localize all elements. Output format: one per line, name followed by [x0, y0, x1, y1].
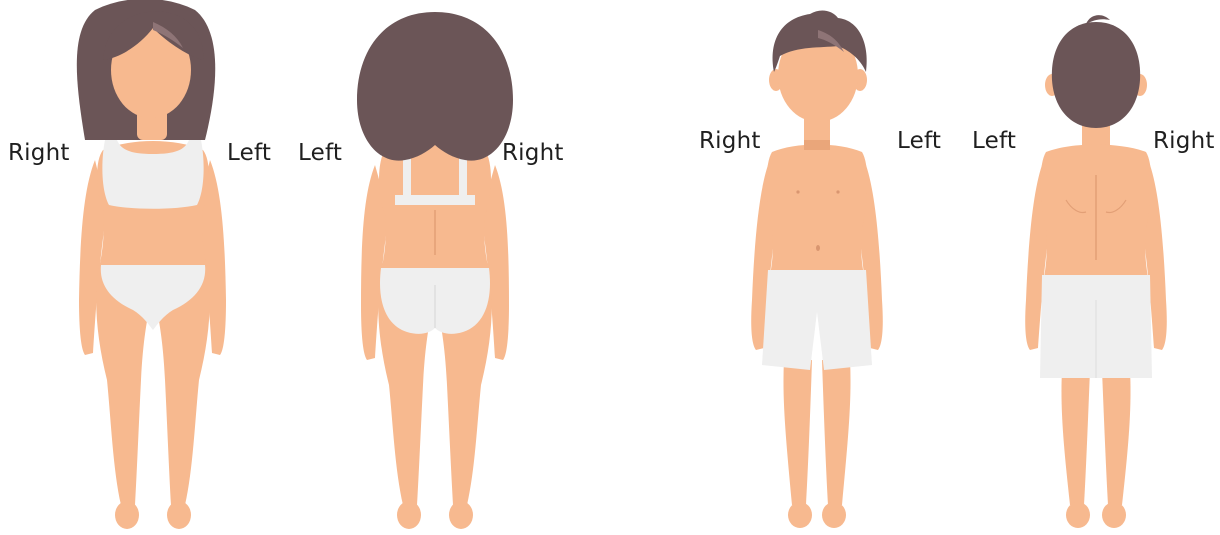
male-back-figure — [1000, 0, 1190, 535]
male-front-figure — [720, 0, 910, 535]
female-back-figure — [335, 0, 535, 535]
female-front-figure — [55, 0, 255, 535]
